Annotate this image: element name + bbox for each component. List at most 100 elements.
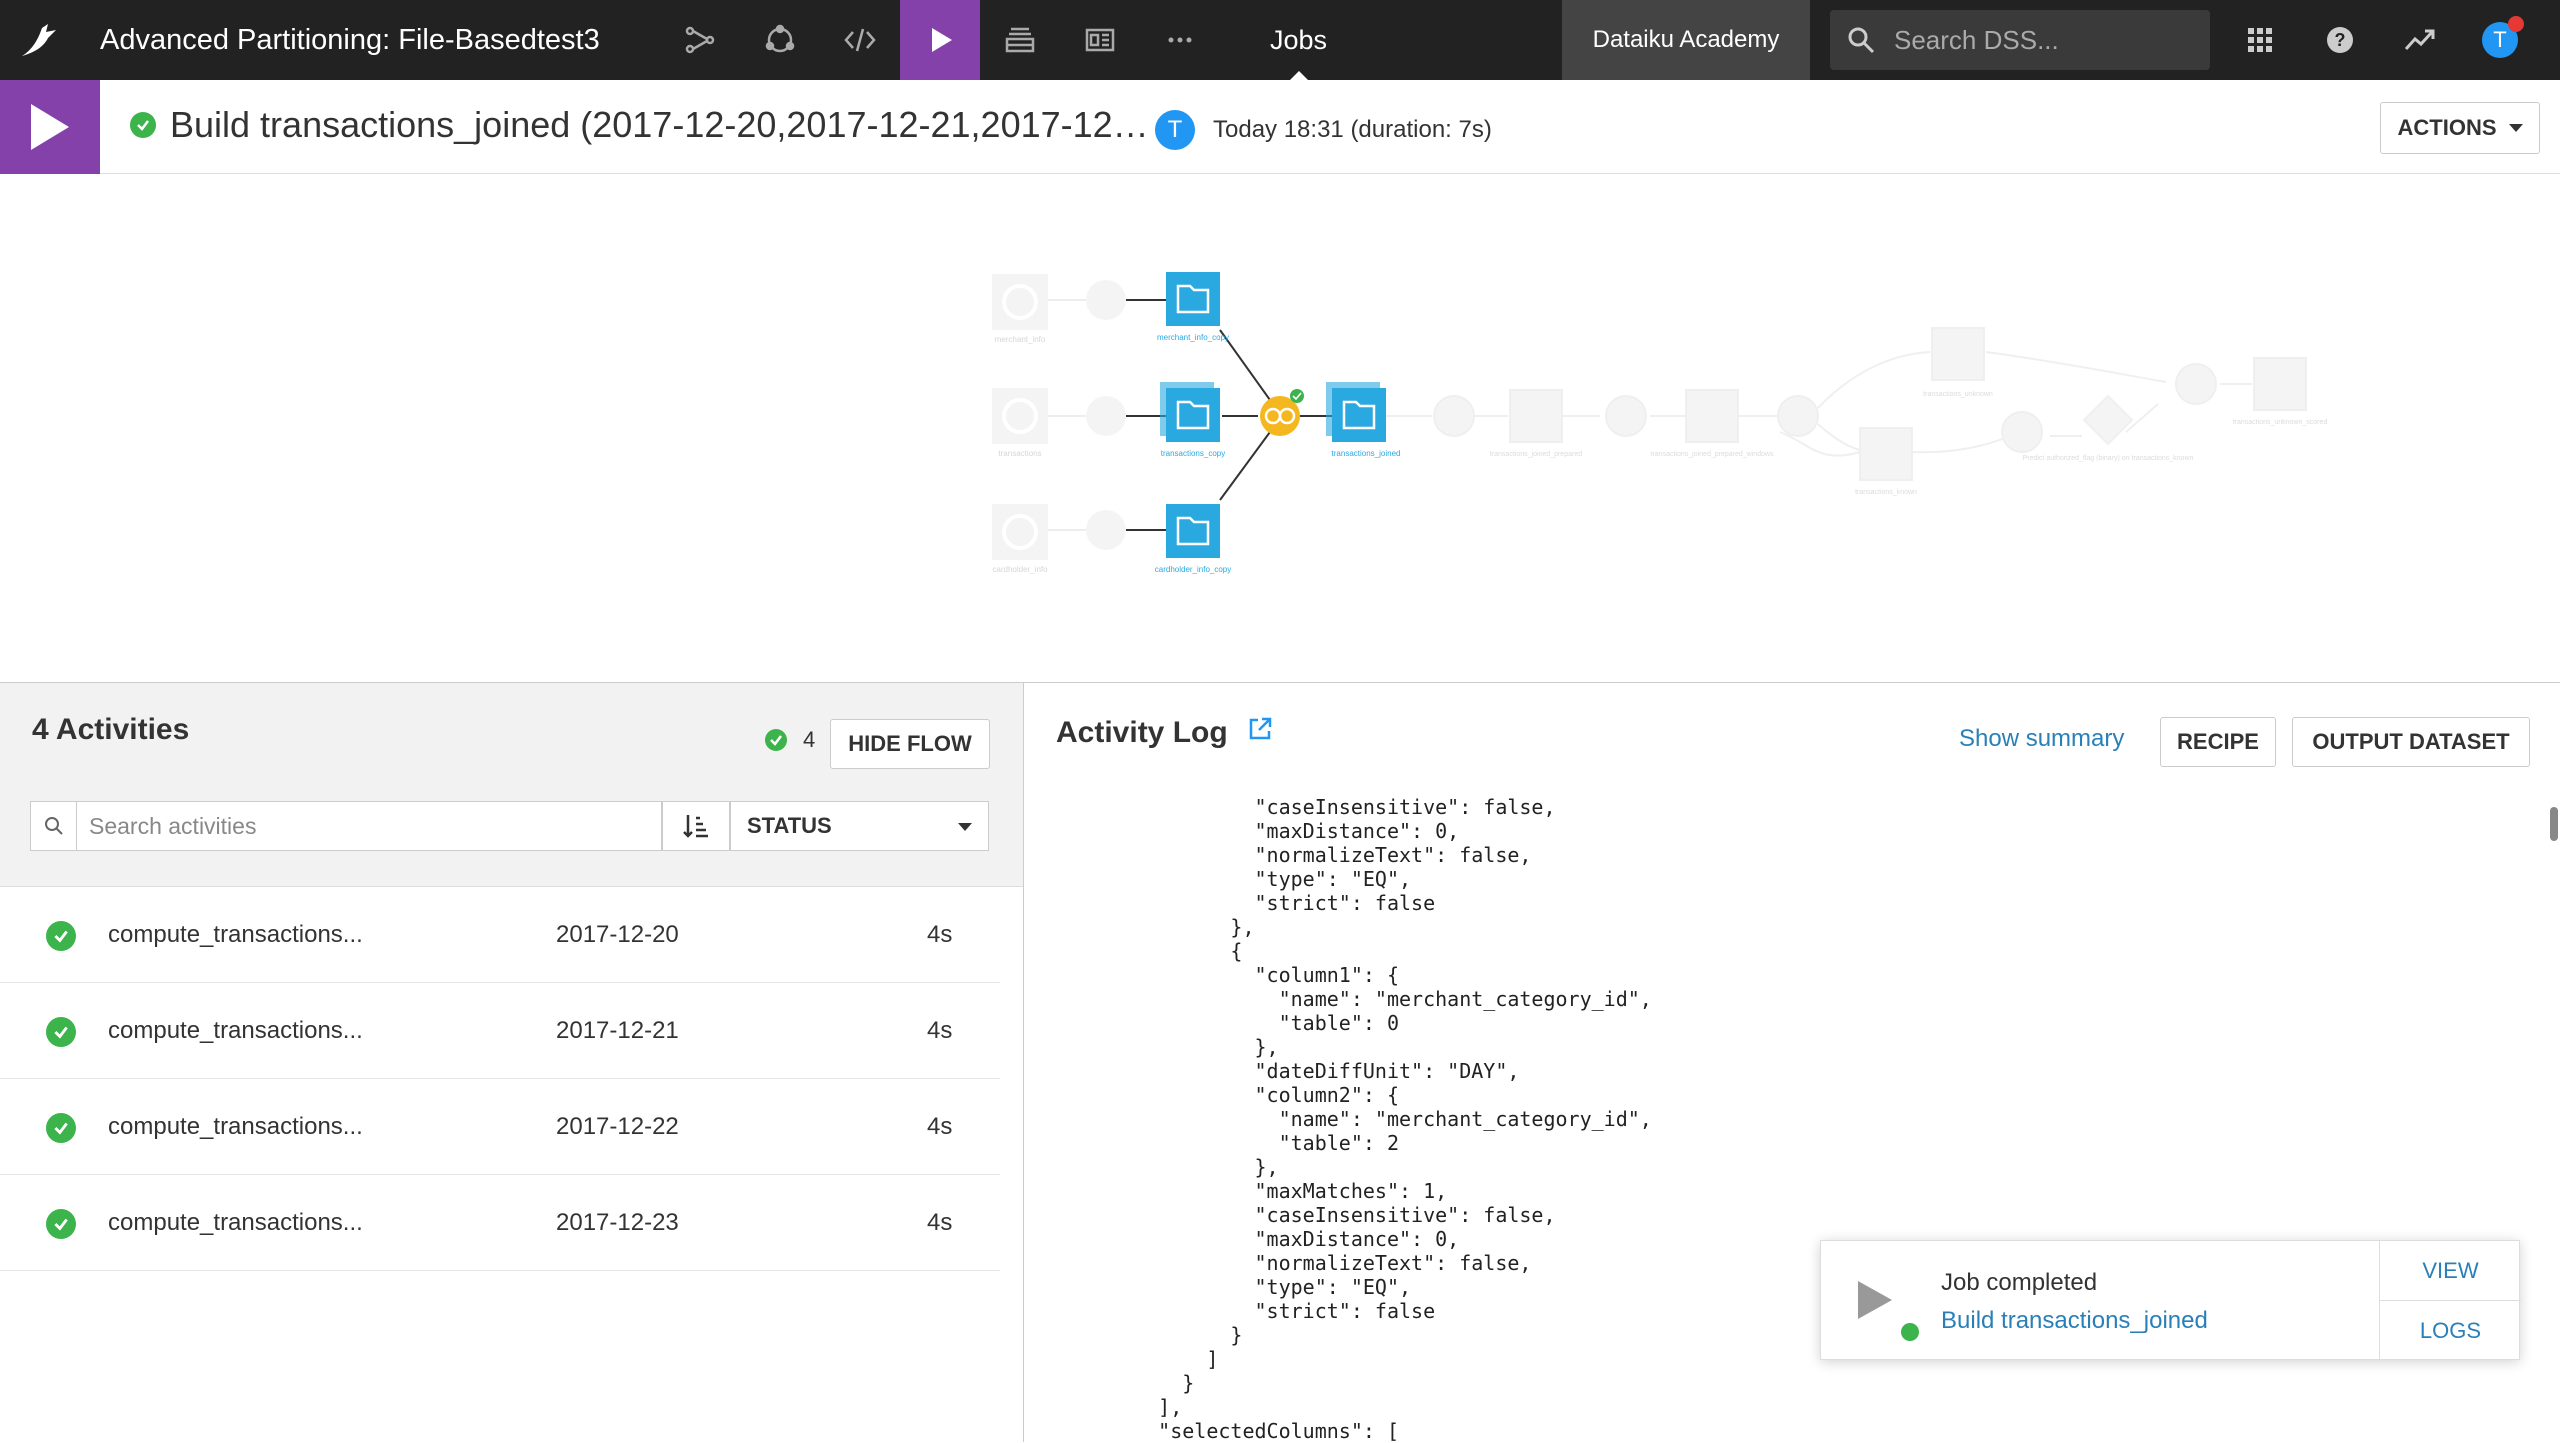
hide-flow-button[interactable]: HIDE FLOW [830, 719, 990, 769]
job-time: Today 18:31 (duration: 7s) [1213, 116, 1492, 143]
dataset-merchant-info-copy[interactable] [1166, 272, 1220, 326]
toast-title: Job completed [1941, 1269, 2098, 1296]
job-play-icon [1855, 1279, 1895, 1326]
job-meta: T Today 18:31 (duration: 7s) [1155, 110, 1492, 150]
activity-name: compute_transactions... [108, 1209, 363, 1236]
chevron-down-icon [958, 823, 972, 831]
activity-partition: 2017-12-21 [556, 1017, 679, 1044]
activity-partition: 2017-12-23 [556, 1209, 679, 1236]
help-icon[interactable]: ? [2300, 0, 2380, 80]
notification-dot [2508, 16, 2524, 32]
dashboard-icon[interactable] [1060, 0, 1140, 80]
job-header: Build transactions_joined (2017-12-20,20… [0, 80, 2560, 174]
code-icon[interactable] [820, 0, 900, 80]
svg-text:transactions_joined: transactions_joined [1332, 449, 1401, 458]
success-check-icon [46, 1113, 76, 1143]
jobs-nav-label[interactable]: Jobs [1270, 0, 1327, 80]
view-button[interactable]: VIEW [2380, 1241, 2521, 1301]
svg-text:Predict authorized_flag (binar: Predict authorized_flag (binary) on tran… [2023, 455, 2194, 462]
activities-list: compute_transactions... 2017-12-20 4s co… [0, 887, 1023, 1271]
svg-text:transactions_unknown: transactions_unknown [1923, 391, 1993, 398]
search-icon [31, 802, 77, 850]
svg-text:cardholder_info_copy: cardholder_info_copy [1155, 565, 1232, 574]
dataset-transactions-joined[interactable] [1326, 382, 1386, 442]
logs-button[interactable]: LOGS [2419, 1318, 2482, 1343]
activity-partition: 2017-12-20 [556, 921, 679, 948]
jobs-play-icon[interactable] [900, 0, 980, 80]
dataset-transactions-copy[interactable] [1160, 382, 1220, 442]
actions-button[interactable]: ACTIONS [2380, 102, 2540, 154]
activity-duration: 4s [927, 1113, 953, 1140]
success-count: 4 [765, 727, 815, 753]
activity-row[interactable]: compute_transactions... 2017-12-23 4s [0, 1175, 1000, 1271]
project-title[interactable]: Advanced Partitioning: File-Basedtest3 [100, 23, 600, 56]
search-icon [1848, 27, 1875, 54]
sort-button[interactable] [662, 801, 730, 851]
academy-link[interactable]: Dataiku Academy [1562, 0, 1810, 80]
activities-header: 4 Activities 4 HIDE FLOW Search activiti… [0, 683, 1023, 887]
dataiku-logo-icon[interactable] [0, 0, 80, 80]
activities-title: 4 Activities [32, 713, 190, 746]
activity-duration: 4s [927, 1209, 953, 1236]
avatar[interactable]: T [2460, 0, 2540, 80]
activity-log-title-text: Activity Log [1056, 716, 1228, 749]
job-title-text: Build transactions_joined (2017-12-20,20… [170, 104, 1149, 145]
join-recipe-icon[interactable] [1260, 389, 1304, 436]
activity-partition: 2017-12-22 [556, 1113, 679, 1140]
faded-downstream-labels: transactions_joined_prepared transaction… [1490, 391, 2328, 496]
activity-row[interactable]: compute_transactions... 2017-12-20 4s [0, 887, 1000, 983]
success-check-icon [46, 1209, 76, 1239]
scrollbar-thumb[interactable] [2550, 807, 2558, 841]
svg-text:transactions_known: transactions_known [1855, 489, 1917, 496]
global-search-input[interactable]: Search DSS... [1830, 10, 2210, 70]
activity-name: compute_transactions... [108, 1017, 363, 1044]
activity-icon[interactable] [2380, 0, 2460, 80]
top-navbar: Advanced Partitioning: File-Basedtest3 J… [0, 0, 2560, 80]
svg-text:transactions: transactions [998, 449, 1041, 458]
show-summary-link[interactable]: Show summary [1959, 725, 2125, 752]
activity-row[interactable]: compute_transactions... 2017-12-21 4s [0, 983, 1000, 1079]
svg-text:transactions_unknown_scored: transactions_unknown_scored [2233, 419, 2328, 426]
activity-name: compute_transactions... [108, 1113, 363, 1140]
faded-downstream-nodes [1386, 327, 2307, 481]
flow-icon[interactable] [660, 0, 740, 80]
success-check-icon [130, 112, 156, 138]
dataset-cardholder-info-copy[interactable] [1166, 504, 1220, 558]
activity-row[interactable]: compute_transactions... 2017-12-22 4s [0, 1079, 1000, 1175]
activity-log-title: Activity Log [1056, 715, 1274, 751]
actions-label: ACTIONS [2397, 115, 2497, 140]
avatar-initial: T [2493, 27, 2507, 52]
faded-input-labels: merchant_info transactions cardholder_in… [992, 335, 1048, 574]
success-check-icon [46, 1017, 76, 1047]
svg-text:transactions_copy: transactions_copy [1161, 449, 1225, 458]
more-icon[interactable] [1140, 0, 1220, 80]
log-scrollbar[interactable] [2548, 795, 2560, 1443]
active-labels: merchant_info_copy transactions_copy car… [1155, 333, 1401, 574]
right-toolbar: ? T [2220, 0, 2540, 80]
recipe-button[interactable]: RECIPE [2160, 717, 2276, 767]
lab-icon[interactable] [740, 0, 820, 80]
faded-input-nodes [992, 274, 1126, 560]
external-link-icon[interactable] [1246, 715, 1274, 751]
success-check-icon [46, 921, 76, 951]
activity-duration: 4s [927, 921, 953, 948]
activity-name: compute_transactions... [108, 921, 363, 948]
deploy-icon[interactable] [980, 0, 1060, 80]
flow-graph[interactable]: merchant_info transactions cardholder_in… [0, 174, 2560, 682]
search-placeholder: Search DSS... [1894, 24, 2059, 55]
apps-grid-icon[interactable] [2220, 0, 2300, 80]
toast-job-link[interactable]: Build transactions_joined [1941, 1307, 2208, 1334]
sort-icon [683, 815, 708, 838]
activity-duration: 4s [927, 1017, 953, 1044]
activity-log-content: "caseInsensitive": false, "maxDistance":… [1158, 795, 1652, 1443]
job-title: Build transactions_joined (2017-12-20,20… [130, 104, 1149, 146]
output-dataset-button[interactable]: OUTPUT DATASET [2292, 717, 2530, 767]
svg-text:transactions_joined_prepared: transactions_joined_prepared [1490, 451, 1582, 458]
search-activities-input[interactable]: Search activities [30, 801, 662, 851]
job-completed-toast: Job completed Build transactions_joined … [1820, 1240, 2521, 1361]
job-play-icon [0, 80, 100, 174]
svg-text:transactions_joined_prepared_w: transactions_joined_prepared_windows [1651, 451, 1774, 458]
chevron-down-icon [2508, 124, 2523, 132]
success-dot-icon [1901, 1323, 1919, 1341]
status-filter-select[interactable]: STATUS [730, 801, 989, 851]
